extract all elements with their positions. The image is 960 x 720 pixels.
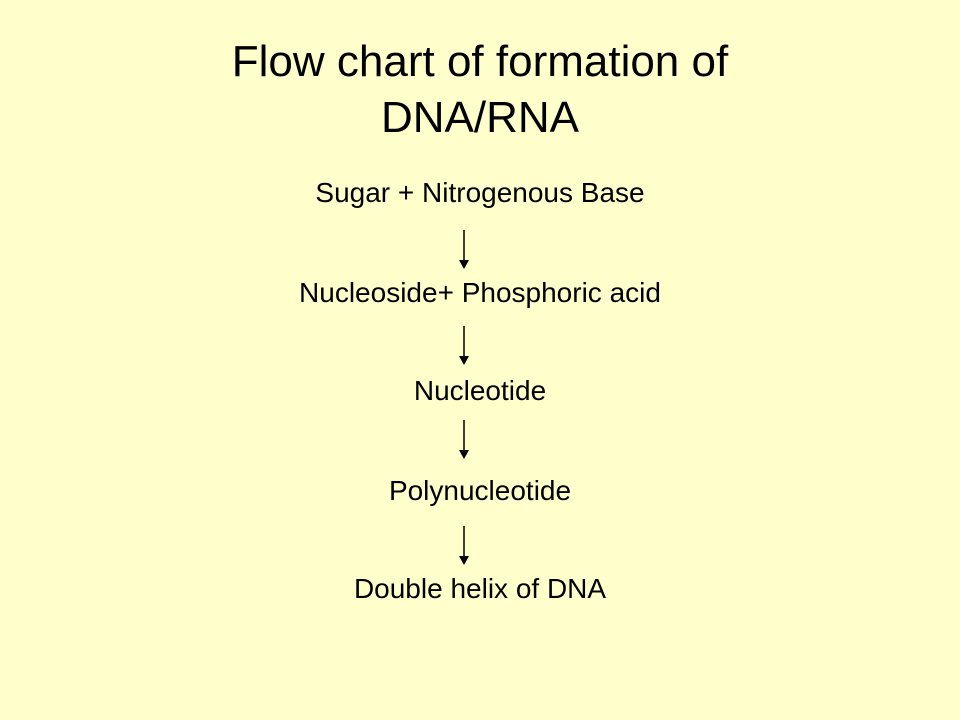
down-arrow-icon bbox=[459, 526, 469, 565]
step-sugar-base: Sugar + Nitrogenous Base bbox=[315, 177, 645, 208]
step-nucleotide: Nucleotide bbox=[413, 375, 547, 406]
step-double-helix: Double helix of DNA bbox=[353, 573, 607, 604]
step-polynucleotide: Polynucleotide bbox=[388, 475, 572, 506]
down-arrow-icon bbox=[459, 230, 469, 269]
down-arrow-icon bbox=[459, 326, 469, 365]
slide-title: Flow chart of formation of DNA/RNA bbox=[231, 37, 729, 142]
down-arrow-icon bbox=[459, 420, 469, 459]
step-nucleoside-phosphoric: Nucleoside+ Phosphoric acid bbox=[299, 277, 661, 308]
